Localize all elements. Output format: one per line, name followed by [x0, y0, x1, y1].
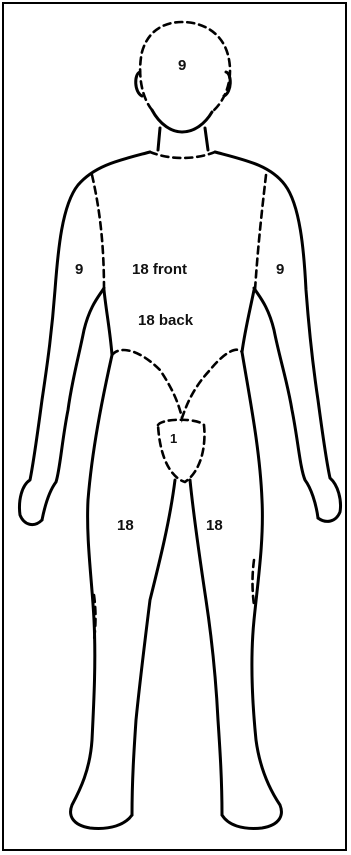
left-armpit-line	[104, 290, 112, 355]
right-armpit-line	[242, 290, 254, 352]
left-leg-inner	[132, 480, 175, 815]
neck-dash	[150, 152, 215, 158]
right-arm-dash	[255, 175, 266, 290]
label-trunk-front: 18 front	[132, 262, 187, 277]
label-right-leg: 18	[117, 518, 134, 533]
label-left-leg: 18	[206, 518, 223, 533]
label-right-arm: 9	[75, 262, 83, 277]
label-genitals: 1	[170, 432, 177, 445]
label-head: 9	[178, 58, 186, 73]
body-left-outline	[19, 152, 150, 525]
genital-dash	[158, 420, 204, 482]
label-left-arm: 9	[276, 262, 284, 277]
neck-left	[158, 128, 160, 150]
left-leg-outer	[71, 355, 132, 828]
body-right-outline	[215, 152, 341, 521]
label-trunk-back: 18 back	[138, 313, 193, 328]
groin-dash	[112, 350, 242, 418]
left-arm-dash	[92, 175, 104, 290]
right-leg-gap	[253, 560, 255, 605]
neck-right	[205, 128, 208, 150]
